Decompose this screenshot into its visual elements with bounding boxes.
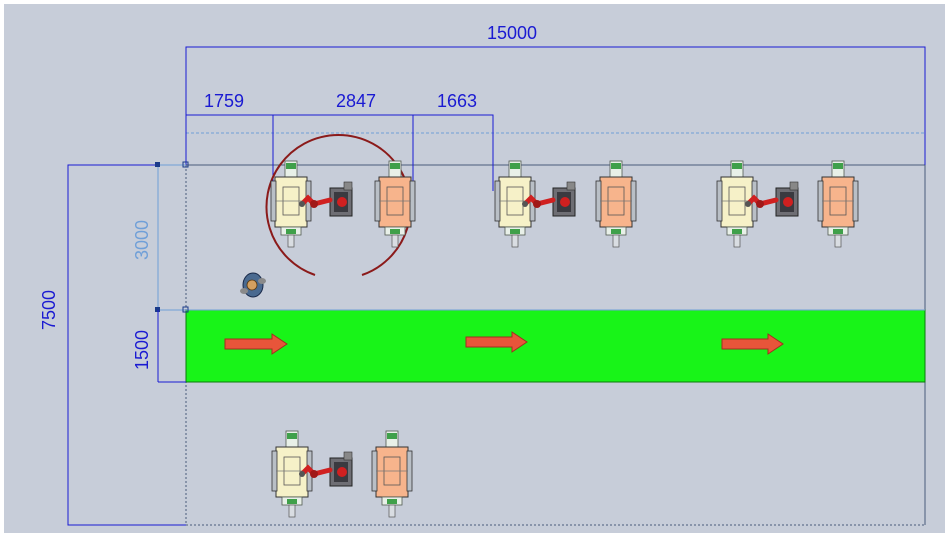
- dimension-offset-1[interactable]: 1759: [185, 91, 274, 181]
- dimension-total-width-label: 7500: [39, 290, 59, 330]
- dimension-offset-2[interactable]: 1663: [413, 91, 494, 191]
- dimension-offset-2-label: 1663: [437, 91, 477, 111]
- floor-outline: [185, 132, 926, 526]
- operator-figure[interactable]: [240, 272, 266, 298]
- robot-reach-envelope[interactable]: [265, 133, 412, 276]
- dimension-total-width[interactable]: 7500: [39, 164, 186, 526]
- dimension-zone-depth-label: 3000: [132, 220, 152, 260]
- dimension-conveyor-width-label: 1500: [132, 330, 152, 370]
- flow-arrow: [465, 331, 528, 353]
- dimension-offset-1-label: 1759: [204, 91, 244, 111]
- dimension-total-length-label: 15000: [487, 23, 537, 43]
- flow-arrow: [721, 333, 784, 355]
- dimension-zone-depth[interactable]: 3000: [132, 161, 189, 313]
- conveyor-belt[interactable]: [185, 309, 926, 383]
- dimension-conveyor-width[interactable]: 1500: [132, 310, 186, 383]
- flow-arrow: [224, 333, 288, 355]
- drawing-canvas[interactable]: [4, 4, 945, 533]
- dimension-cell-spacing-label: 2847: [336, 91, 376, 111]
- dimension-total-length[interactable]: 15000: [185, 23, 926, 165]
